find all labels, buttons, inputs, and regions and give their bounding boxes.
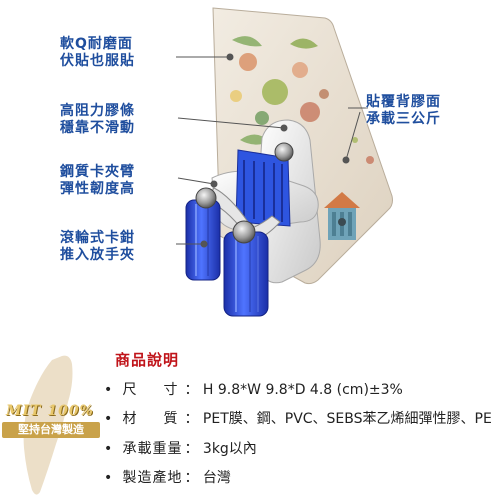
callout-soft-surface-line1: 軟Q耐磨面 <box>60 36 133 52</box>
spec-label-origin: 製造產地 <box>122 470 183 486</box>
bolt-right <box>232 220 256 244</box>
bolt-top <box>274 142 294 162</box>
bullet: • <box>104 411 113 427</box>
mit-tagline: 堅持台灣製造 <box>2 422 100 438</box>
callout-adhesive-back-line1: 貼覆背膠面 <box>366 94 441 110</box>
mit-100-label: MIT 100% <box>6 403 94 419</box>
callout-roller-clamp-line2: 推入放手夾 <box>60 247 135 263</box>
bullet: • <box>104 441 113 457</box>
callout-roller-clamp-line1: 滾輪式卡鉗 <box>60 230 135 246</box>
callout-adhesive-back-line2: 承載三公斤 <box>366 111 441 127</box>
spec-value-material: PET膜、鋼、PVC、SEBS苯乙烯細彈性膠、PE <box>202 411 492 427</box>
spec-row-load: • 承載重量： 3kg以內 <box>104 441 257 457</box>
bolt-left <box>195 187 217 209</box>
callout-steel-clip-arm-line2: 彈性韌度高 <box>60 181 135 197</box>
product-photo <box>176 7 393 317</box>
callout-steel-clip-arm: 鋼質卡夾臂 彈性韌度高 <box>60 164 135 198</box>
roller-left <box>185 199 221 281</box>
spec-value-origin: 台灣 <box>202 470 231 486</box>
spec-label-material: 材質 <box>122 411 205 427</box>
spec-value-load: 3kg以內 <box>202 441 257 457</box>
spec-row-material: • 材質： PET膜、鋼、PVC、SEBS苯乙烯細彈性膠、PE <box>104 411 492 427</box>
callout-leaders <box>176 53 368 248</box>
spec-row-origin: • 製造產地： 台灣 <box>104 470 231 486</box>
clip-center <box>235 149 291 227</box>
callout-roller-clamp: 滾輪式卡鉗 推入放手夾 <box>60 230 135 264</box>
callout-steel-clip-arm-line1: 鋼質卡夾臂 <box>60 164 135 180</box>
spec-title: 商品說明 <box>115 351 180 369</box>
spec-label-size: 尺寸 <box>122 382 205 398</box>
birdhouse-illustration <box>324 192 360 240</box>
callout-soft-surface-line2: 伏貼也服貼 <box>60 53 135 69</box>
callout-high-resistance-strip-line2: 穩靠不滑動 <box>60 120 135 136</box>
callout-soft-surface: 軟Q耐磨面 伏貼也服貼 <box>60 36 135 70</box>
spec-row-size: • 尺寸： H 9.8*W 9.8*D 4.8 (cm)±3% <box>104 382 403 398</box>
callout-high-resistance-strip: 高阻力膠條 穩靠不滑動 <box>60 103 135 137</box>
roller-right <box>223 231 269 317</box>
bullet: • <box>104 470 113 486</box>
callout-adhesive-back: 貼覆背膠面 承載三公斤 <box>366 94 441 128</box>
spec-label-load: 承載重量 <box>122 441 183 457</box>
callout-high-resistance-strip-line1: 高阻力膠條 <box>60 103 135 119</box>
bullet: • <box>104 382 113 398</box>
spec-value-size: H 9.8*W 9.8*D 4.8 (cm)±3% <box>202 382 403 398</box>
